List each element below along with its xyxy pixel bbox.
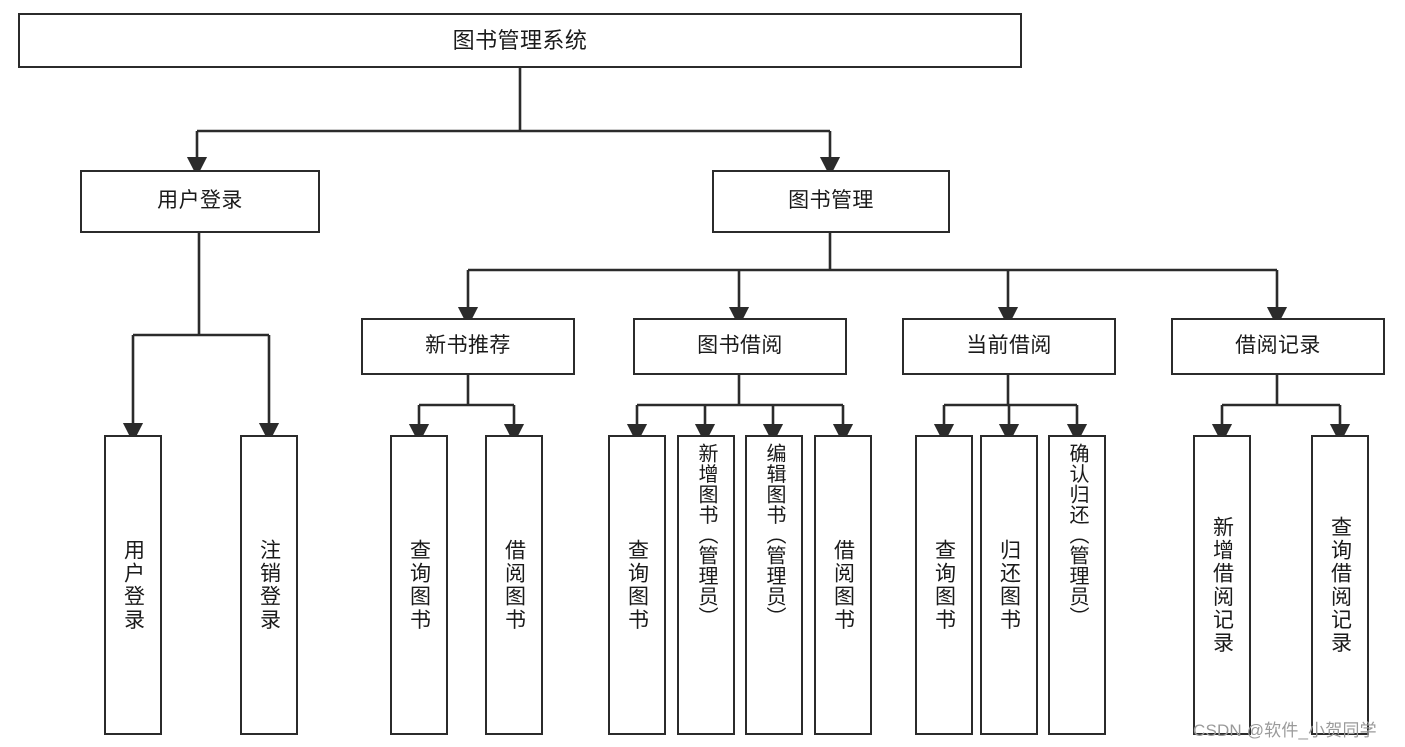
leaf-logout-login[interactable]: 注销登录: [240, 435, 298, 735]
leaf-borrow-book-2[interactable]: 借阅图书: [814, 435, 872, 735]
leaf-return-book-label: 归还图书: [997, 538, 1021, 632]
node-root[interactable]: 图书管理系统: [18, 13, 1022, 68]
node-book-borrow[interactable]: 图书借阅: [633, 318, 847, 375]
leaf-add-book-label: 新增图书（管理员）: [695, 443, 717, 627]
leaf-add-book[interactable]: 新增图书（管理员）: [677, 435, 735, 735]
node-book-borrow-label: 图书借阅: [697, 334, 783, 358]
node-root-label: 图书管理系统: [452, 27, 588, 53]
node-new-book-recommend-label: 新书推荐: [425, 334, 511, 358]
node-book-management-label: 图书管理: [788, 189, 874, 213]
leaf-query-record-label: 查询借阅记录: [1328, 515, 1352, 655]
leaf-query-book-3-label: 查询图书: [932, 538, 956, 632]
leaf-borrow-book-1-label: 借阅图书: [502, 538, 526, 632]
leaf-query-book-1[interactable]: 查询图书: [390, 435, 448, 735]
leaf-add-record[interactable]: 新增借阅记录: [1193, 435, 1251, 735]
node-current-borrow[interactable]: 当前借阅: [902, 318, 1116, 375]
leaf-confirm-return-label: 确认归还（管理员）: [1066, 443, 1088, 627]
leaf-query-book-3[interactable]: 查询图书: [915, 435, 973, 735]
leaf-user-login-label: 用户登录: [121, 538, 145, 632]
leaf-add-record-label: 新增借阅记录: [1210, 515, 1234, 655]
leaf-query-record[interactable]: 查询借阅记录: [1311, 435, 1369, 735]
node-user-login-label: 用户登录: [157, 189, 243, 213]
leaf-query-book-2[interactable]: 查询图书: [608, 435, 666, 735]
leaf-borrow-book-1[interactable]: 借阅图书: [485, 435, 543, 735]
node-new-book-recommend[interactable]: 新书推荐: [361, 318, 575, 375]
leaf-borrow-book-2-label: 借阅图书: [831, 538, 855, 632]
leaf-edit-book-label: 编辑图书（管理员）: [763, 443, 785, 627]
node-borrow-record[interactable]: 借阅记录: [1171, 318, 1385, 375]
leaf-query-book-2-label: 查询图书: [625, 538, 649, 632]
leaf-return-book[interactable]: 归还图书: [980, 435, 1038, 735]
leaf-confirm-return[interactable]: 确认归还（管理员）: [1048, 435, 1106, 735]
node-current-borrow-label: 当前借阅: [966, 334, 1052, 358]
leaf-user-login[interactable]: 用户登录: [104, 435, 162, 735]
node-book-management[interactable]: 图书管理: [712, 170, 950, 233]
watermark: CSDN @软件_小贺同学: [1193, 721, 1377, 740]
node-borrow-record-label: 借阅记录: [1235, 334, 1321, 358]
node-user-login[interactable]: 用户登录: [80, 170, 320, 233]
leaf-edit-book[interactable]: 编辑图书（管理员）: [745, 435, 803, 735]
leaf-logout-login-label: 注销登录: [257, 538, 281, 632]
leaf-query-book-1-label: 查询图书: [407, 538, 431, 632]
